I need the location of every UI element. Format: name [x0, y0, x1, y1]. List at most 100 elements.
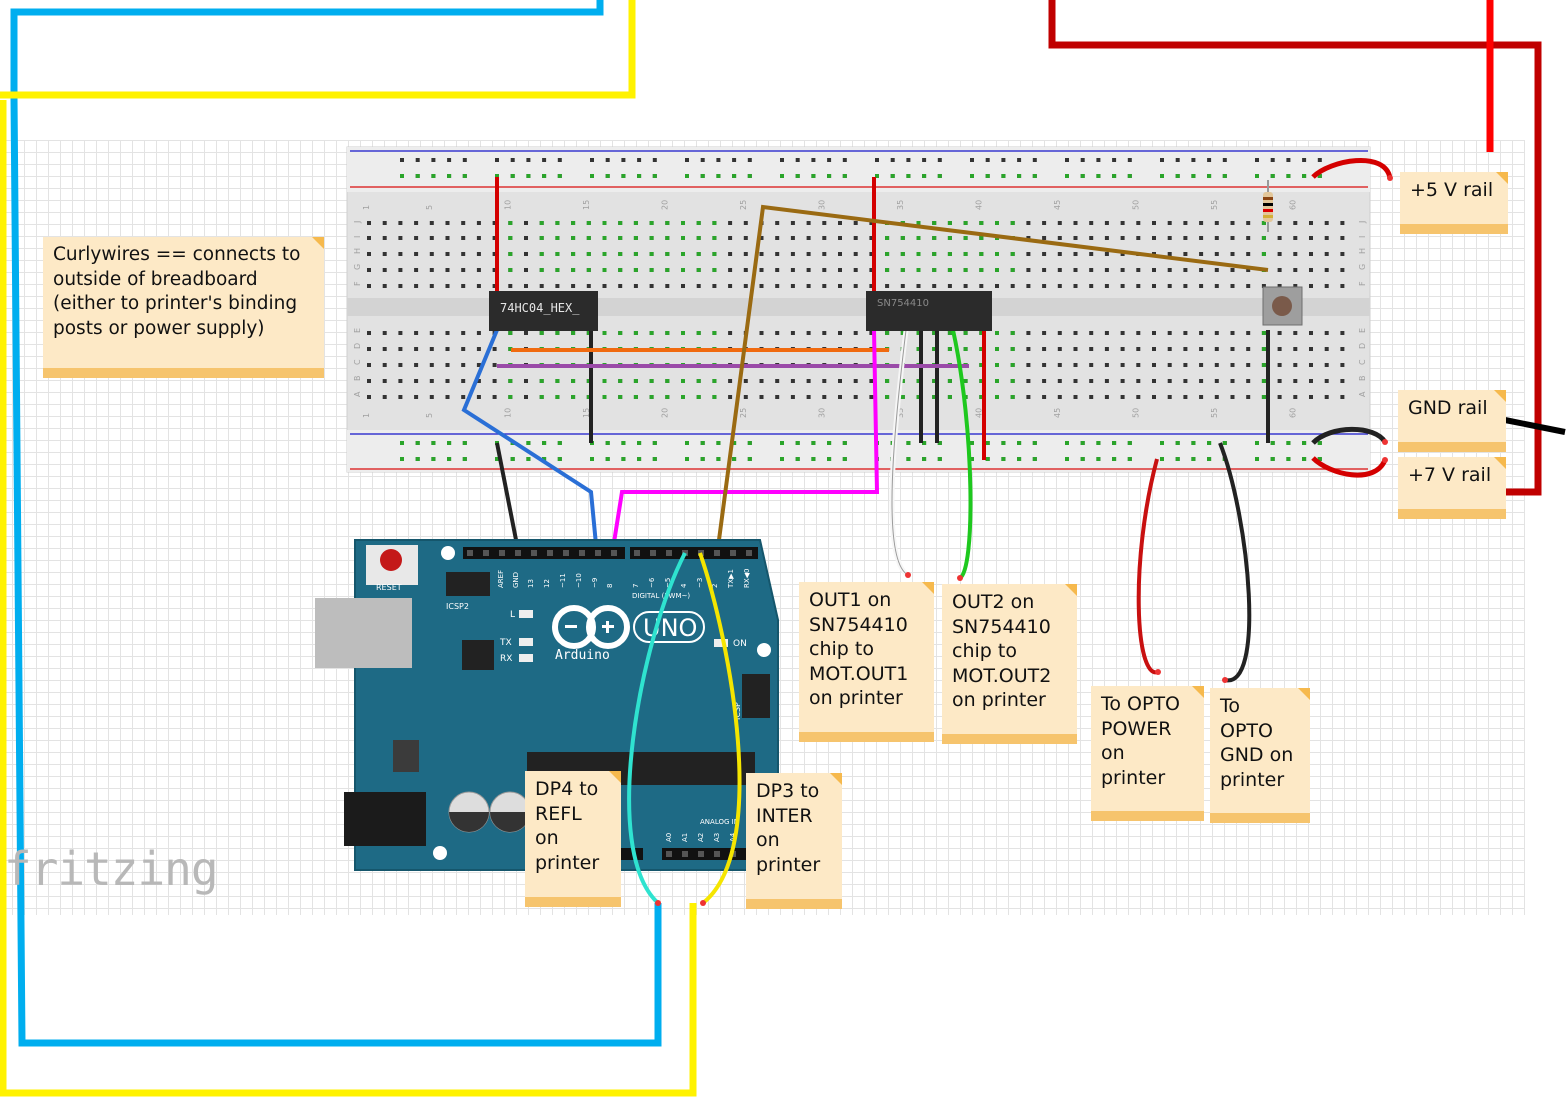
breadboard-row-letter: J: [353, 221, 362, 224]
black-wire-arduino: [495, 442, 520, 551]
note-plus5-text: +5 V rail: [1410, 179, 1494, 201]
breadboard-row-letter: D: [353, 343, 362, 349]
breadboard-col-number: 5: [425, 205, 434, 210]
breadboard-row-letter: E: [1358, 328, 1367, 333]
breadboard-row-letter: C: [353, 359, 362, 365]
arduino-pin-label: 4: [680, 583, 688, 588]
arduino-pin-label: 2: [711, 584, 719, 588]
chip-sn754410: SN754410: [866, 291, 992, 331]
breadboard-row-letter: C: [1358, 359, 1367, 365]
breadboard-row-letter: I: [1358, 236, 1367, 238]
breadboard-row-letter: G: [353, 264, 362, 270]
fritzing-watermark: fritzing: [4, 842, 219, 896]
icsp2-label: ICSP2: [446, 602, 469, 611]
black-gnd-wire: [1504, 417, 1566, 435]
breadboard-col-number: 30: [817, 200, 826, 210]
on-label: ON: [733, 639, 747, 649]
yellow-bottom-loop-wire: [0, 100, 697, 1097]
arduino-pin-label: 8: [606, 584, 614, 588]
red-wire-opto: [1136, 458, 1159, 675]
breadboard-col-number: 40: [974, 200, 983, 210]
note-dp4: DP4 to REFL on printer: [525, 771, 621, 907]
white-wire-outline: [891, 329, 909, 576]
curly-red-plus7: [1311, 456, 1388, 478]
breadboard-col-number: 1: [362, 413, 371, 418]
arduino-pin-label: RX◀0: [743, 569, 751, 589]
breadboard-row-letter: D: [1358, 343, 1367, 349]
curly-black-gnd: [1311, 426, 1388, 445]
note-opto-gnd-text: To OPTO GND on printer: [1220, 695, 1294, 791]
breadboard-col-number: 15: [582, 200, 591, 210]
breadboard-row-letter: A: [1358, 391, 1367, 397]
breadboard-col-number: 60: [1288, 408, 1297, 418]
cyan-wire-dp4: [627, 552, 687, 905]
digital-label: DIGITAL (PWM~): [632, 592, 690, 600]
breadboard-col-number: 40: [974, 408, 983, 418]
curly-red-plus5: [1311, 157, 1393, 179]
uno-logo-text: UNO: [643, 614, 697, 642]
breadboard-row-letter: F: [1358, 281, 1367, 286]
breadboard-row-letter: B: [353, 376, 362, 382]
note-dp4-text: DP4 to REFL on printer: [535, 778, 600, 874]
note-out2-text: OUT2 on SN754410 chip to MOT.OUT2 on pri…: [952, 591, 1052, 711]
power-jack: [344, 792, 426, 846]
arduino-analog-pin-label: A1: [681, 833, 689, 842]
breadboard-row-letter: H: [1358, 248, 1367, 254]
breadboard-col-number: 25: [739, 408, 748, 418]
note-dp3: DP3 to INTER on printer: [746, 773, 842, 909]
breadboard-col-number: 10: [503, 408, 512, 418]
breadboard-col-number: 35: [896, 408, 905, 418]
green-wire: [951, 329, 973, 580]
note-out1: OUT1 on SN754410 chip to MOT.OUT1 on pri…: [799, 582, 934, 742]
note-opto-gnd: To OPTO GND on printer: [1210, 688, 1310, 823]
arduino-pin-label: TX▶1: [727, 569, 735, 589]
breadboard-col-number: 55: [1210, 200, 1219, 210]
arduino-analog-pin-label: A2: [697, 833, 705, 842]
magenta-wire: [610, 329, 880, 556]
breadboard-col-number: 30: [817, 408, 826, 418]
arduino-pin-label: 12: [543, 579, 551, 588]
breadboard-row-letter: B: [1358, 376, 1367, 382]
note-dp3-text: DP3 to INTER on printer: [756, 780, 821, 876]
yellow-loop-wire: [0, 0, 636, 99]
breadboard-col-number: 20: [660, 408, 669, 418]
usb-connector: [315, 598, 412, 668]
arduino-pin-label: ~6: [648, 577, 656, 588]
reset-button[interactable]: [380, 549, 402, 571]
breadboard-col-number: 25: [739, 200, 748, 210]
black-wire-opto: [1218, 442, 1252, 683]
rx-label: RX: [500, 654, 512, 664]
chip-74hc04: 74HC04_HEX_: [489, 291, 598, 331]
arduino-analog-pin-label: A3: [713, 833, 721, 842]
breadboard-row-letter: F: [353, 281, 362, 286]
pushbutton[interactable]: [1262, 286, 1303, 326]
resistor: [1263, 180, 1273, 232]
breadboard-col-number: 1: [362, 205, 371, 210]
note-curlywires: Curlywires == connects to outside of bre…: [43, 237, 324, 378]
note-out2: OUT2 on SN754410 chip to MOT.OUT2 on pri…: [942, 584, 1077, 744]
reset-label: RESET: [376, 583, 402, 592]
note-curlywires-text: Curlywires == connects to outside of bre…: [53, 244, 301, 339]
arduino-pin-label: ~5: [664, 578, 672, 588]
icsp-label: ICSP: [733, 702, 742, 720]
breadboard-row-letter: I: [353, 236, 362, 238]
breadboard-col-number: 45: [1053, 200, 1062, 210]
breadboard-row-letter: H: [353, 248, 362, 254]
note-gnd-rail: GND rail: [1398, 390, 1506, 452]
arduino-pin-label: AREF: [497, 570, 505, 588]
breadboard: 1155101015152020252530303535404045455050…: [346, 146, 1371, 473]
brown-wire: [715, 204, 1269, 556]
arduino-pin-label: GND: [512, 572, 520, 588]
note-plus7-text: +7 V rail: [1408, 464, 1492, 486]
arduino-analog-pin-label: A0: [665, 833, 673, 842]
arduino-pin-label: ~11: [559, 573, 567, 588]
breadboard-col-number: 50: [1131, 408, 1140, 418]
arduino-analog-pin-label: A4: [729, 832, 737, 842]
breadboard-col-number: 5: [425, 413, 434, 418]
breadboard-col-number: 50: [1131, 200, 1140, 210]
note-gnd-text: GND rail: [1408, 397, 1488, 419]
breadboard-col-number: 55: [1210, 408, 1219, 418]
breadboard-col-number: 45: [1053, 408, 1062, 418]
breadboard-col-number: 35: [896, 200, 905, 210]
